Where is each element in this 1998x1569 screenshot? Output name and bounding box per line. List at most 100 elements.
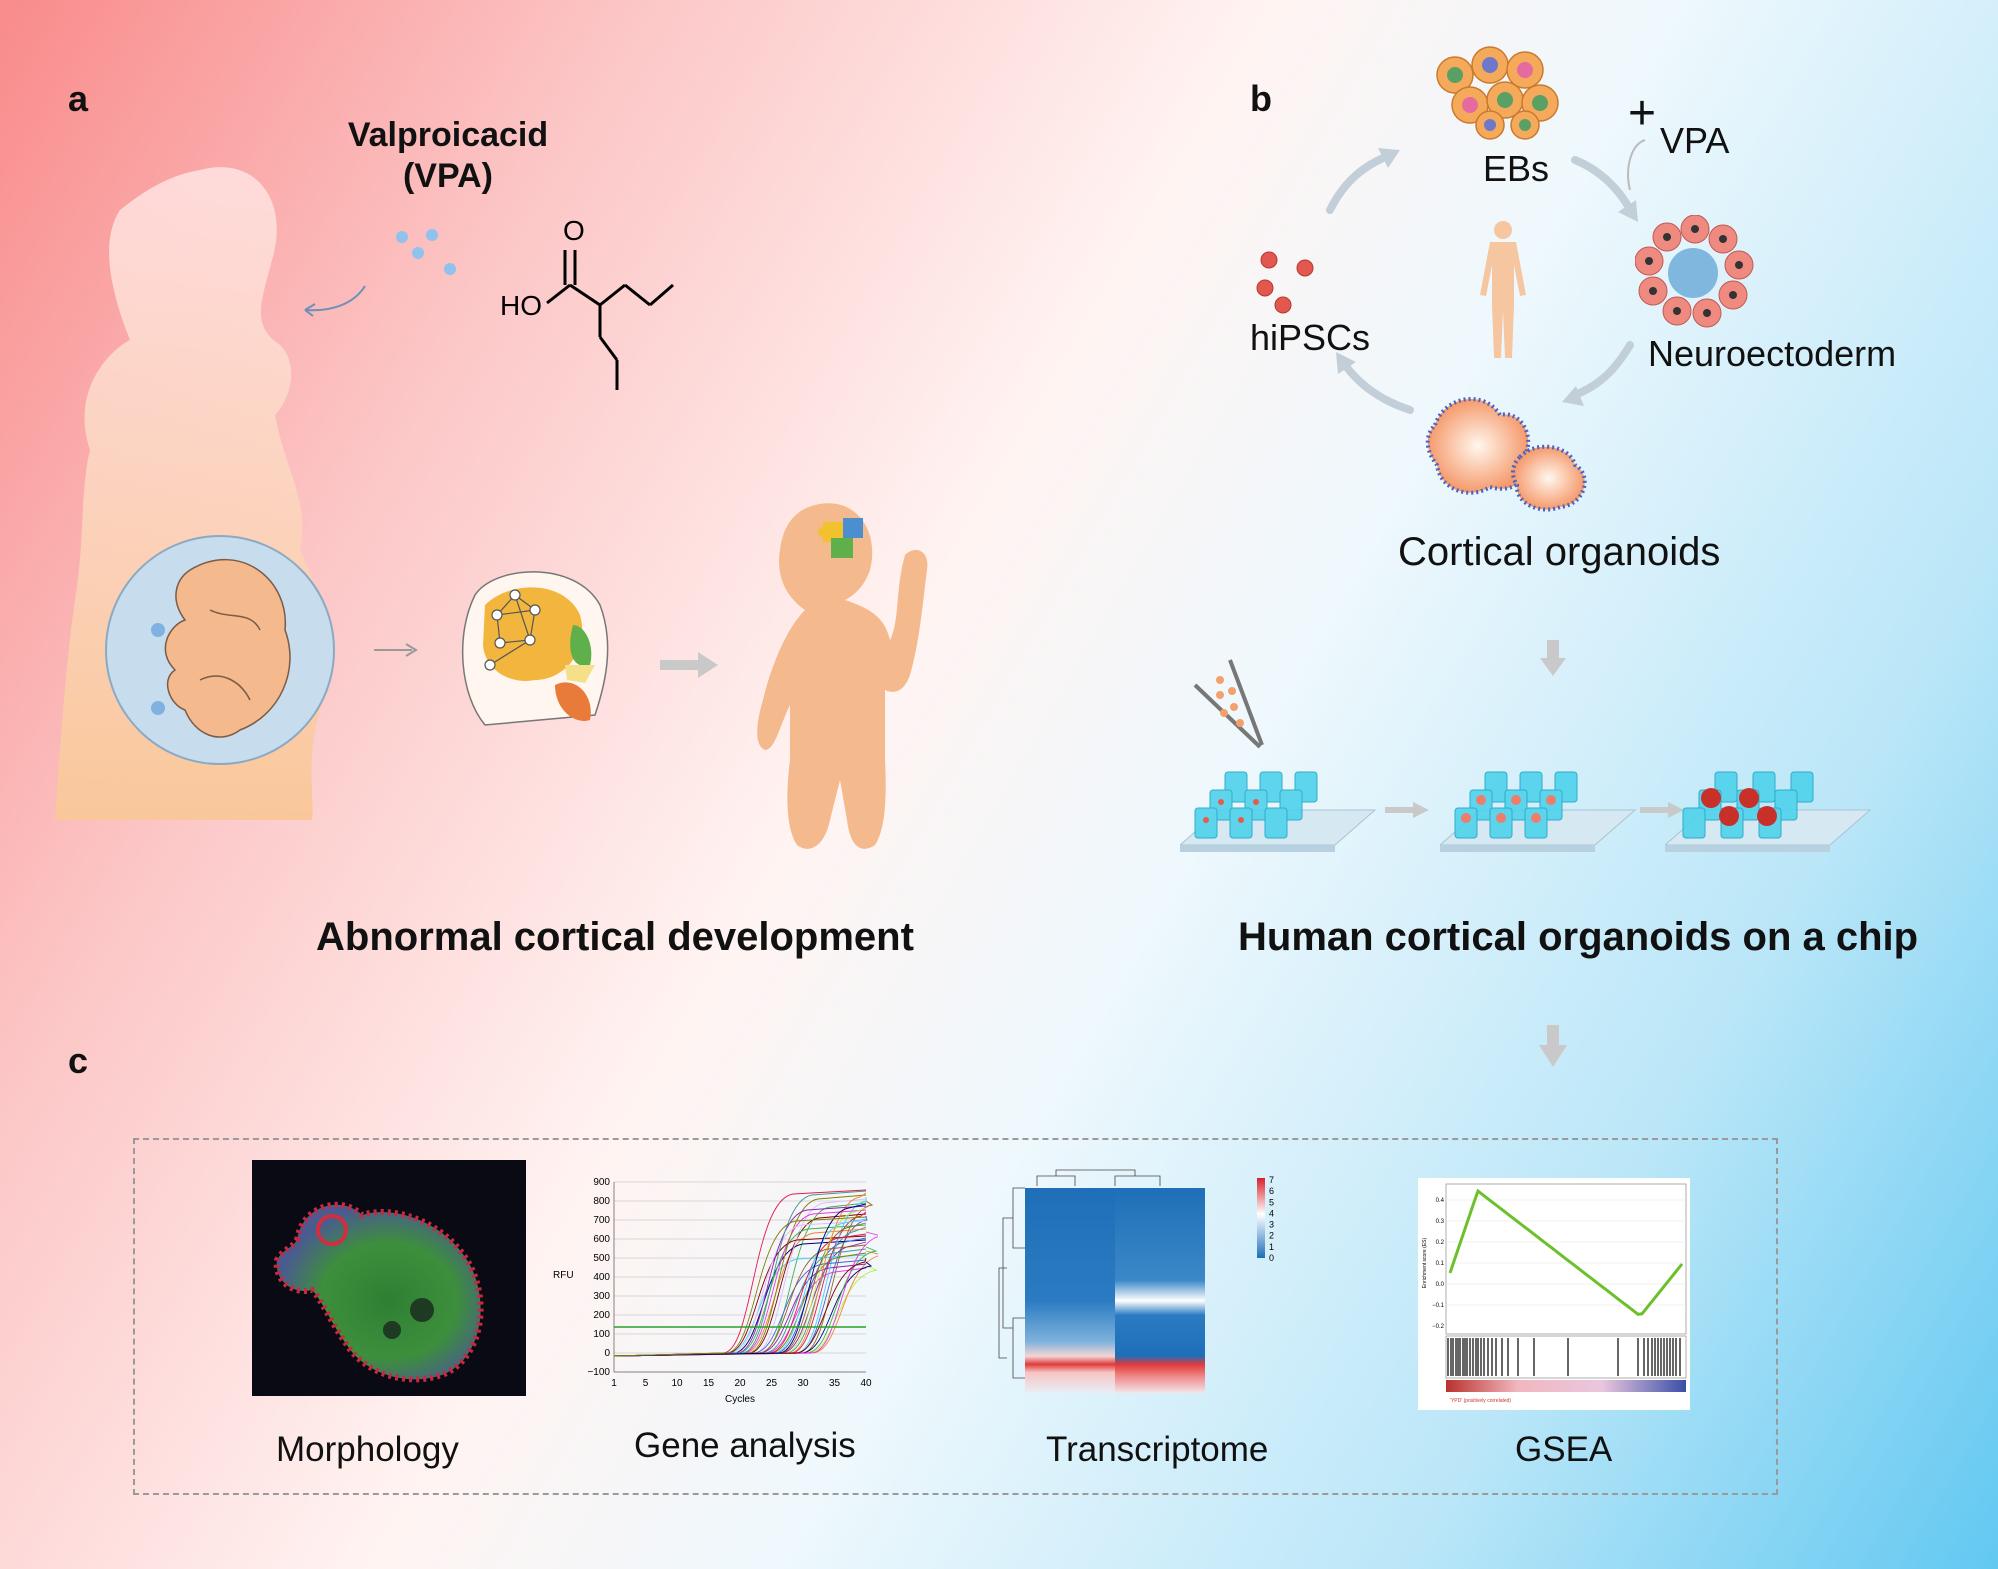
neuroectoderm-rosette <box>1635 215 1754 328</box>
analysis-panel-frame <box>133 1138 1778 1495</box>
arrow-down-icon <box>1540 640 1566 676</box>
qpcr-y-tick: 600 <box>593 1234 610 1245</box>
qpcr-x-tick: 15 <box>703 1378 715 1389</box>
qpcr-amplification-curve <box>613 1209 867 1357</box>
qpcr-amplification-curve <box>613 1222 867 1357</box>
qpcr-amplification-curve <box>613 1190 867 1357</box>
qpcr-y-tick: 300 <box>593 1291 610 1302</box>
panel-b-title: Human cortical organoids on a chip <box>1238 915 1919 959</box>
arrow-down-icon <box>1539 1025 1567 1067</box>
gsea-y-tick: −0.1 <box>1432 1303 1445 1309</box>
morphology-label: Morphology <box>276 1430 459 1469</box>
chip-aggregation <box>1440 771 1637 852</box>
panel-letter-a: a <box>68 78 89 119</box>
qpcr-amplification-curve <box>613 1189 867 1357</box>
panel-letter-b: b <box>1250 78 1272 119</box>
drug-name-line2: (VPA) <box>402 156 494 195</box>
qpcr-amplification-curve <box>613 1259 867 1357</box>
qpcr-amplification-curve <box>613 1246 878 1357</box>
gsea-enrichment-plot: 0.40.30.20.10.0−0.1−0.2 Enrichment score… <box>1418 1178 1690 1410</box>
qpcr-amplification-curve <box>613 1207 867 1357</box>
qpcr-amplification-curve <box>613 1200 874 1357</box>
child-with-puzzle-brain <box>757 503 928 849</box>
qpcr-x-tick: 35 <box>829 1378 841 1389</box>
qpcr-amplification-curve <box>613 1252 867 1357</box>
qpcr-x-axis-label: Cycles <box>725 1394 755 1405</box>
valproic-acid-molecule: O HO <box>500 215 674 390</box>
panel-letter-c: c <box>68 1040 89 1081</box>
qpcr-amplification-curve <box>613 1216 867 1357</box>
curved-arrow-icon <box>304 285 366 317</box>
qpcr-amplification-curve <box>613 1250 878 1357</box>
qpcr-y-tick: 700 <box>593 1215 610 1226</box>
plus-sign: + <box>1628 87 1657 140</box>
qpcr-amplification-curve <box>613 1211 867 1357</box>
drug-name: Valproicacid (VPA) <box>348 115 548 197</box>
qpcr-amplification-curve <box>613 1192 867 1357</box>
molecule-oxygen: O <box>563 215 585 246</box>
morphology-image <box>252 1160 526 1396</box>
gsea-label: GSEA <box>1515 1430 1613 1469</box>
gsea-y-tick: 0.0 <box>1436 1282 1445 1288</box>
qpcr-amplification-curve <box>613 1254 867 1357</box>
cortical-organoids-label: Cortical organoids <box>1398 530 1721 574</box>
qpcr-y-tick: −100 <box>587 1367 610 1378</box>
qpcr-x-tick: 40 <box>860 1378 872 1389</box>
gsea-y-tick: 0.3 <box>1436 1219 1445 1225</box>
qpcr-x-tick: 20 <box>734 1378 746 1389</box>
qpcr-amplification-curve <box>613 1244 867 1357</box>
molecule-hydroxyl: HO <box>500 290 542 321</box>
chip-seeding <box>1180 771 1377 852</box>
qpcr-amplification-curve <box>613 1213 867 1357</box>
qpcr-amplification-curve <box>613 1263 867 1357</box>
vpa-droplets-icon <box>396 229 456 275</box>
qpcr-y-tick: 900 <box>593 1177 610 1188</box>
qpcr-amplification-curve <box>613 1205 867 1357</box>
transcriptome-label: Transcriptome <box>1046 1430 1269 1469</box>
qpcr-amplification-curve <box>613 1267 867 1357</box>
brain-network-illustration <box>461 571 609 726</box>
gsea-footer-text: 'YPD' (positively correlated) <box>1450 1398 1511 1404</box>
pipette-icon <box>1193 659 1264 749</box>
arrow-right-icon <box>1385 802 1429 818</box>
qpcr-x-tick: 1 <box>611 1378 617 1389</box>
neuroectoderm-label: Neuroectoderm <box>1648 333 1897 374</box>
womb-with-fetus <box>105 535 335 765</box>
gsea-y-tick: −0.2 <box>1432 1324 1445 1330</box>
thick-arrow-icon <box>660 652 718 678</box>
qpcr-amplification-curve <box>613 1231 878 1357</box>
qpcr-amplification-curve <box>613 1261 873 1357</box>
gene-analysis-label: Gene analysis <box>634 1426 856 1465</box>
hipscs-label: hiPSCs <box>1250 317 1371 358</box>
heatmap-scale-tick: 5 <box>1269 1197 1274 1207</box>
cortical-organoids-illustration <box>1425 397 1587 512</box>
qpcr-amplification-curve <box>613 1194 867 1357</box>
ebs-cell-cluster <box>1436 46 1559 140</box>
gsea-y-tick: 0.1 <box>1436 1261 1445 1267</box>
qpcr-amplification-curve <box>613 1237 867 1357</box>
qpcr-amplification-curve <box>613 1197 867 1357</box>
qpcr-x-tick: 10 <box>671 1378 683 1389</box>
panel-a-title: Abnormal cortical development <box>316 915 914 959</box>
drug-name-line1: Valproicacid <box>347 116 549 154</box>
qpcr-x-tick: 25 <box>766 1378 778 1389</box>
qpcr-y-tick: 0 <box>604 1348 610 1359</box>
gsea-y-tick: 0.2 <box>1436 1240 1445 1246</box>
qpcr-amplification-curve <box>613 1257 867 1357</box>
gsea-y-axis-label: Enrichment score (ES) <box>1422 1238 1428 1289</box>
qpcr-amplification-curve <box>613 1218 867 1357</box>
qpcr-x-tick: 5 <box>643 1378 649 1389</box>
arrow-right-icon <box>1640 802 1684 818</box>
qpcr-y-tick: 400 <box>593 1272 610 1283</box>
hipscs-cells <box>1256 251 1314 314</box>
arrow-right-icon <box>374 643 418 657</box>
heatmap-scale-tick: 2 <box>1269 1231 1274 1241</box>
differentiation-cycle-arrows <box>1326 139 1646 414</box>
qpcr-amplification-curve <box>613 1235 867 1357</box>
qpcr-y-tick: 800 <box>593 1196 610 1207</box>
qpcr-amplification-curve <box>613 1198 867 1357</box>
human-body-icon <box>1480 221 1526 358</box>
heatmap-scale-tick: 3 <box>1269 1220 1274 1230</box>
